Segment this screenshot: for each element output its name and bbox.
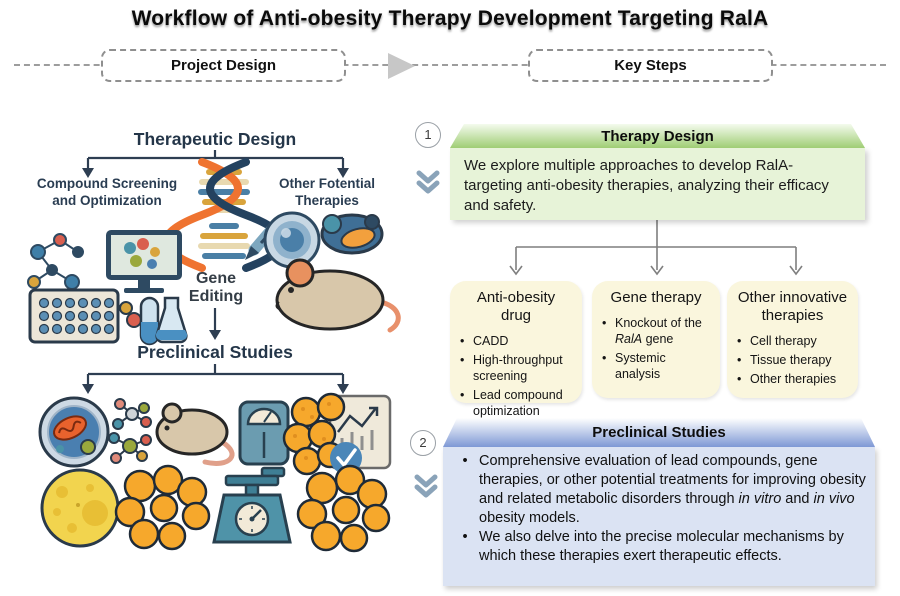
bullet-item: •Lead compound optimization xyxy=(460,388,563,418)
flow-dashed-line xyxy=(14,64,886,66)
microplate-icon xyxy=(28,288,120,344)
bullet-item: •CADD xyxy=(460,334,509,348)
fat-cells-chart-icon xyxy=(282,392,392,476)
step2-number-badge: 2 xyxy=(410,430,436,456)
cell-icon xyxy=(263,211,321,269)
bullet-item: •Cell therapy xyxy=(737,334,817,348)
preclinical-studies-header: Preclinical Studies xyxy=(443,418,875,447)
therapy-design-header: Therapy Design xyxy=(450,124,865,148)
other-innovative-therapies-box: Other innovative therapies •Cell therapy… xyxy=(727,281,858,398)
gene-editing-arrow xyxy=(209,308,221,340)
gene-editing-tool-icon xyxy=(245,216,284,260)
lipid-cell-icon xyxy=(40,468,120,548)
mouse-icon xyxy=(275,258,401,333)
flow-box-key-steps: Key Steps xyxy=(528,49,773,82)
bullet-item: •Other therapies xyxy=(737,372,837,386)
fat-cluster-icon xyxy=(114,464,211,551)
preclinical-branch-arrows xyxy=(86,364,345,386)
flow-right-triangle-icon xyxy=(388,53,415,79)
fat-cluster-icon-2 xyxy=(296,464,391,553)
weight-scale-icon xyxy=(238,400,290,466)
bullet-item: •High-throughput screening xyxy=(460,353,563,383)
kitchen-scale-icon xyxy=(212,466,292,544)
molecules-icon xyxy=(108,398,152,464)
step1-branch-connector xyxy=(509,220,803,276)
preclinical-studies-body: • Comprehensive evaluation of lead compo… xyxy=(443,447,875,586)
box-title: Anti-obesity drug xyxy=(476,289,556,324)
computer-monitor-icon xyxy=(106,230,182,293)
bullet-item: •Tissue therapy xyxy=(737,353,832,367)
bullet-item: •Systemic analysis xyxy=(602,351,666,381)
therapeutic-branch-arrows xyxy=(86,150,345,170)
compound-screening-label: Compound Screening and Optimization xyxy=(36,176,178,208)
other-potential-label: Other Fotential Therapies xyxy=(278,176,375,208)
bullet-item: • Comprehensive evaluation of lead compo… xyxy=(462,453,866,526)
gene-editing-label: Gene Editing xyxy=(188,270,244,306)
tissue-icon xyxy=(320,213,384,255)
molecule-network-icon xyxy=(27,233,84,290)
arrowhead xyxy=(82,384,94,394)
page-title: Workflow of Anti-obesity Therapy Develop… xyxy=(131,7,769,30)
bullet-item: •Knockout of the RalA gene xyxy=(602,316,702,346)
gene-therapy-box: Gene therapy •Knockout of the RalA gene … xyxy=(592,281,720,398)
mouse-icon-small xyxy=(155,402,235,466)
therapy-design-body: We explore multiple approaches to develo… xyxy=(450,148,865,220)
box-title: Other innovative therapies xyxy=(737,289,848,324)
petri-dish-icon xyxy=(38,396,110,468)
double-chevron-down-icon xyxy=(416,170,440,194)
anti-obesity-drug-box: Anti-obesity drug •CADD •High-throughput… xyxy=(450,281,582,418)
box-title: Gene therapy xyxy=(610,289,702,306)
step1-number-badge: 1 xyxy=(415,122,441,148)
flow-box-project-design: Project Design xyxy=(101,49,346,82)
double-chevron-down-icon xyxy=(414,474,438,498)
arrowhead xyxy=(337,384,349,394)
therapeutic-design-title: Therapeutic Design xyxy=(133,129,297,149)
bullet-item: • We also delve into the precise molecul… xyxy=(462,529,844,564)
preclinical-studies-title: Preclinical Studies xyxy=(137,342,293,362)
